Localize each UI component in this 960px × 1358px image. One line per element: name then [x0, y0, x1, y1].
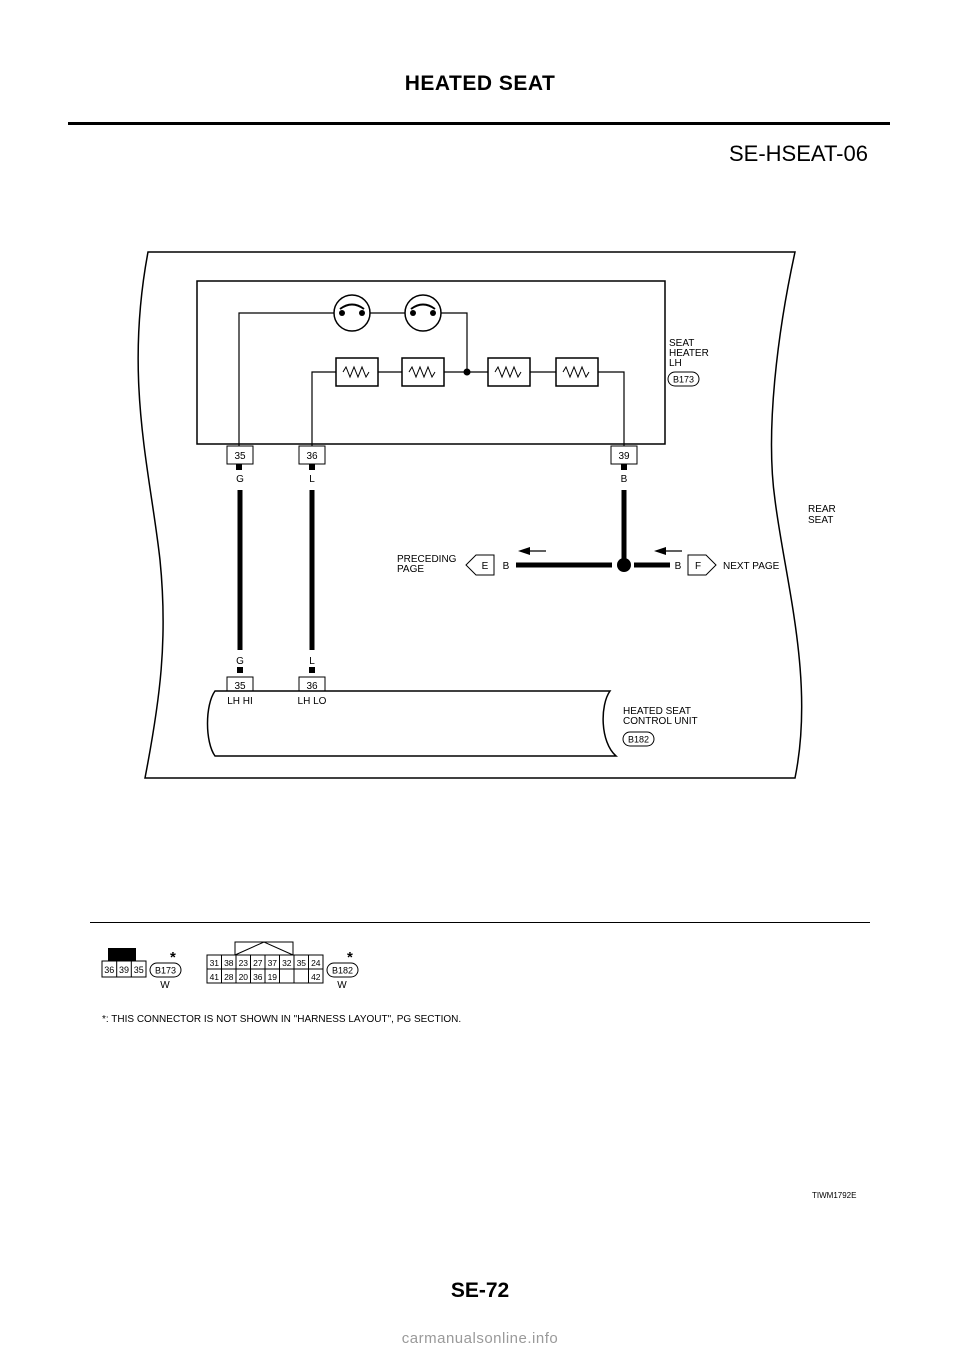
wire-lo-internal — [311, 371, 336, 449]
next-page-label: NEXT PAGE — [723, 561, 780, 572]
seat-heater-box — [196, 280, 666, 445]
svg-text:32: 32 — [282, 958, 292, 968]
connector-view-b173: 36 39 35 B173 * W — [101, 948, 182, 991]
page-ref-tag-f: F — [687, 554, 717, 576]
svg-text:*: * — [170, 949, 176, 966]
svg-text:35: 35 — [297, 958, 307, 968]
svg-text:E: E — [482, 561, 489, 572]
arrow-left-icon — [518, 547, 546, 555]
pin-box: 36 — [298, 445, 326, 465]
svg-text:*: * — [347, 949, 353, 966]
resistor-icon — [335, 357, 379, 387]
wire-color-label: L — [309, 474, 315, 485]
internal-junction — [463, 368, 471, 376]
svg-text:23: 23 — [239, 958, 249, 968]
wire-hi-internal — [238, 312, 468, 449]
section-divider — [90, 922, 870, 923]
wire-color-label: L — [309, 656, 315, 667]
pin-name-label: LH LO — [298, 696, 327, 707]
splice-junction — [617, 558, 631, 572]
svg-text:19: 19 — [268, 972, 278, 982]
page-title: HEATED SEAT — [404, 72, 556, 95]
svg-text:36: 36 — [253, 972, 263, 982]
rear-seat-outline — [137, 251, 803, 779]
svg-text:F: F — [695, 561, 701, 572]
pin-box: 35 — [226, 676, 254, 692]
svg-text:36: 36 — [104, 965, 114, 975]
svg-text:37: 37 — [268, 958, 278, 968]
page-ref-tag-e: E — [465, 554, 495, 576]
wire-color-label: B — [675, 561, 682, 572]
svg-text:35: 35 — [234, 451, 246, 462]
resistor-icon — [401, 357, 445, 387]
connector-view-b182: 31 38 23 27 37 32 35 24 41 28 20 36 19 4… — [206, 941, 359, 991]
arrow-left-icon — [654, 547, 682, 555]
wire-color-label: B — [621, 474, 628, 485]
svg-text:B173: B173 — [673, 375, 694, 385]
wire-color-label: B — [503, 561, 510, 572]
svg-text:W: W — [160, 980, 170, 991]
page-number: SE-72 — [450, 1279, 510, 1302]
thermostat-icon — [333, 294, 371, 332]
resistor-icon — [555, 357, 599, 387]
pin-box: 36 — [298, 676, 326, 692]
svg-text:28: 28 — [224, 972, 234, 982]
watermark: carmanualsonline.info — [401, 1330, 559, 1347]
svg-text:35: 35 — [134, 965, 144, 975]
thermostat-icon — [404, 294, 442, 332]
svg-text:38: 38 — [224, 958, 234, 968]
svg-text:W: W — [337, 980, 347, 991]
connector-tag-b173: B173 — [667, 371, 700, 387]
svg-text:36: 36 — [306, 681, 318, 692]
svg-text:35: 35 — [234, 681, 246, 692]
pin-name-label: LH HI — [227, 696, 253, 707]
svg-text:B182: B182 — [628, 735, 649, 745]
resistor-icon — [487, 357, 531, 387]
pin-box: 35 — [226, 445, 254, 465]
svg-text:39: 39 — [618, 451, 630, 462]
wire-color-label: G — [236, 474, 244, 485]
svg-text:41: 41 — [210, 972, 220, 982]
pin-box: 39 — [610, 445, 638, 465]
header-rule — [68, 122, 890, 125]
reference-code: TIWM1792E — [812, 1191, 857, 1200]
svg-text:20: 20 — [239, 972, 249, 982]
svg-text:42: 42 — [311, 972, 321, 982]
svg-text:B173: B173 — [155, 966, 176, 976]
svg-text:B182: B182 — [332, 966, 353, 976]
wire-ground-internal — [598, 371, 625, 449]
svg-text:31: 31 — [210, 958, 220, 968]
connector-tag-b182: B182 — [622, 731, 655, 747]
svg-text:39: 39 — [119, 965, 129, 975]
footnote: *: THIS CONNECTOR IS NOT SHOWN IN "HARNE… — [102, 1014, 462, 1025]
svg-text:27: 27 — [253, 958, 263, 968]
svg-text:24: 24 — [311, 958, 321, 968]
wire-color-label: G — [236, 656, 244, 667]
svg-text:36: 36 — [306, 451, 318, 462]
diagram-id: SE-HSEAT-06 — [729, 141, 868, 166]
control-unit-box — [206, 690, 618, 757]
